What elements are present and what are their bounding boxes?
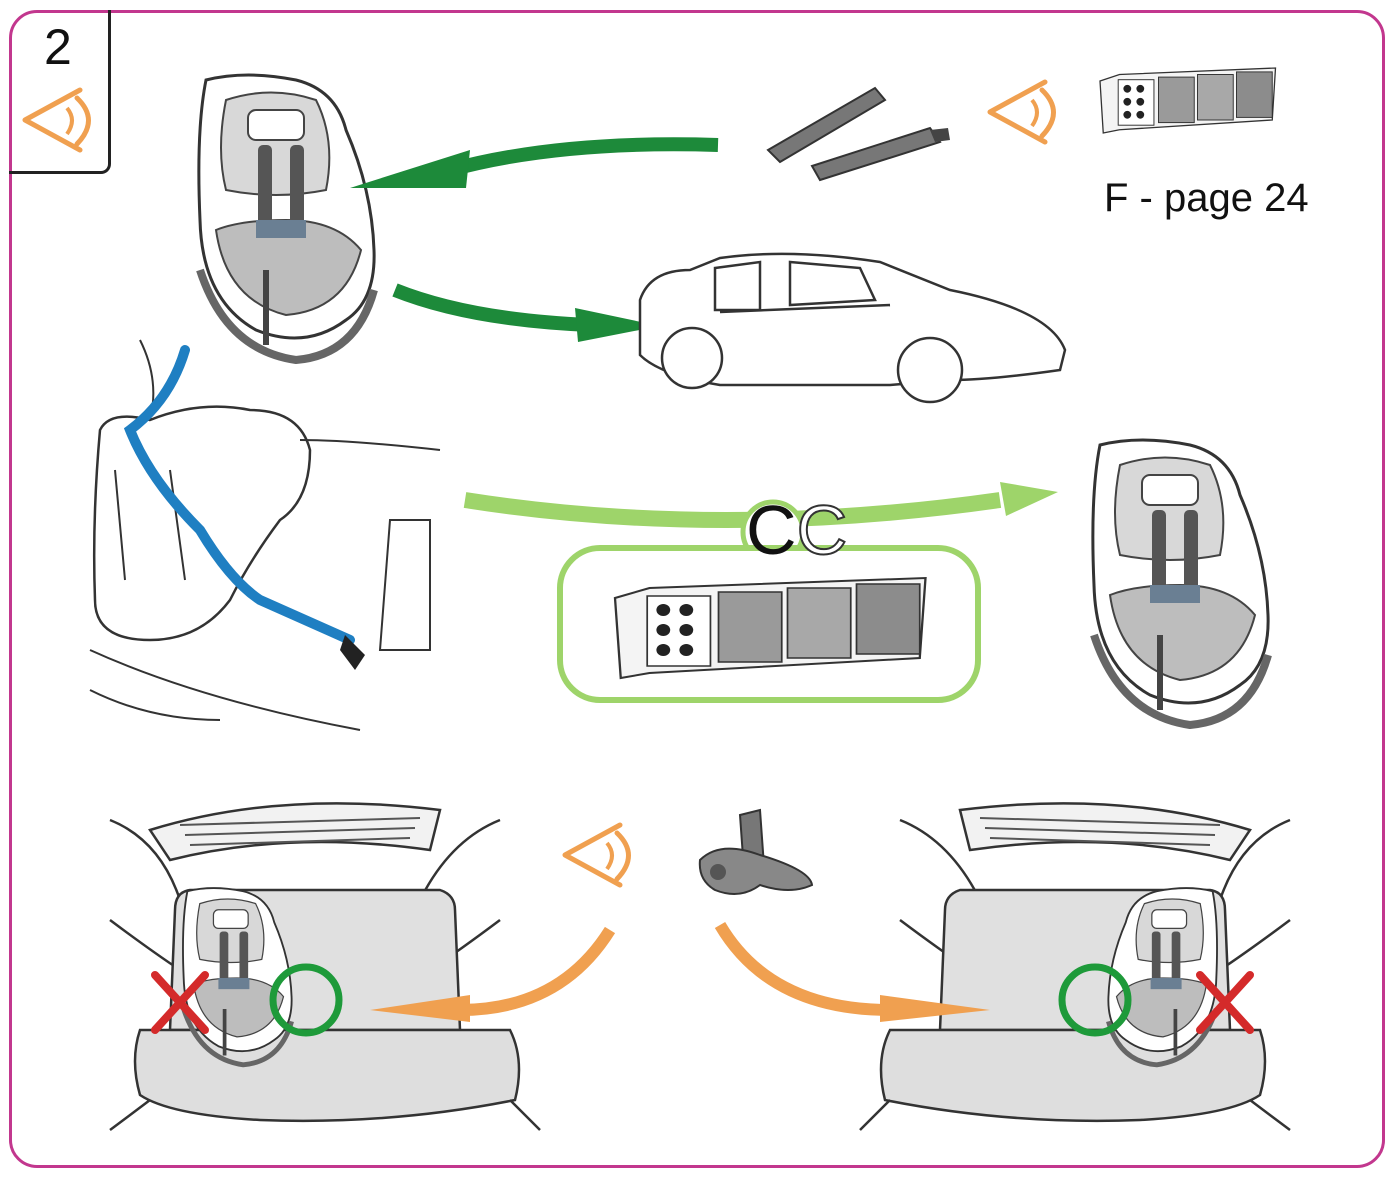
- manual-booklet-icon: [1099, 67, 1277, 134]
- car-seat-illustration: [199, 75, 374, 360]
- cross-mark-icon: [151, 971, 209, 1034]
- adjustment-handle-illustration: [698, 808, 814, 895]
- arrow-install-forward: [463, 482, 1058, 528]
- isofix-connectors-illustration: [766, 86, 950, 182]
- rear-seat-illustration-left: [108, 802, 542, 1132]
- cross-mark-icon: [1196, 971, 1254, 1034]
- instruction-frame: [9, 10, 1385, 1168]
- vehicle-seat-with-belt-illustration: [89, 339, 441, 731]
- eye-icon: [990, 82, 1054, 142]
- eye-icon: [565, 825, 629, 885]
- arrow-to-seat: [350, 137, 719, 188]
- circle-mark-icon: [1058, 963, 1132, 1037]
- eye-icon: [25, 90, 89, 150]
- page-reference: F - page 24: [1104, 176, 1309, 220]
- car-seat-illustration: [1093, 440, 1268, 725]
- step-number: 2: [44, 19, 72, 75]
- arrow-orange-right: [714, 921, 990, 1022]
- arrow-to-car: [392, 283, 660, 342]
- rear-seat-illustration-right: [858, 802, 1292, 1132]
- circle-mark-icon: [269, 963, 343, 1037]
- cc-logo-display: CC: [746, 491, 848, 569]
- car-illustration: [638, 252, 1067, 404]
- arrow-orange-left: [370, 926, 616, 1022]
- step-box: [9, 10, 111, 174]
